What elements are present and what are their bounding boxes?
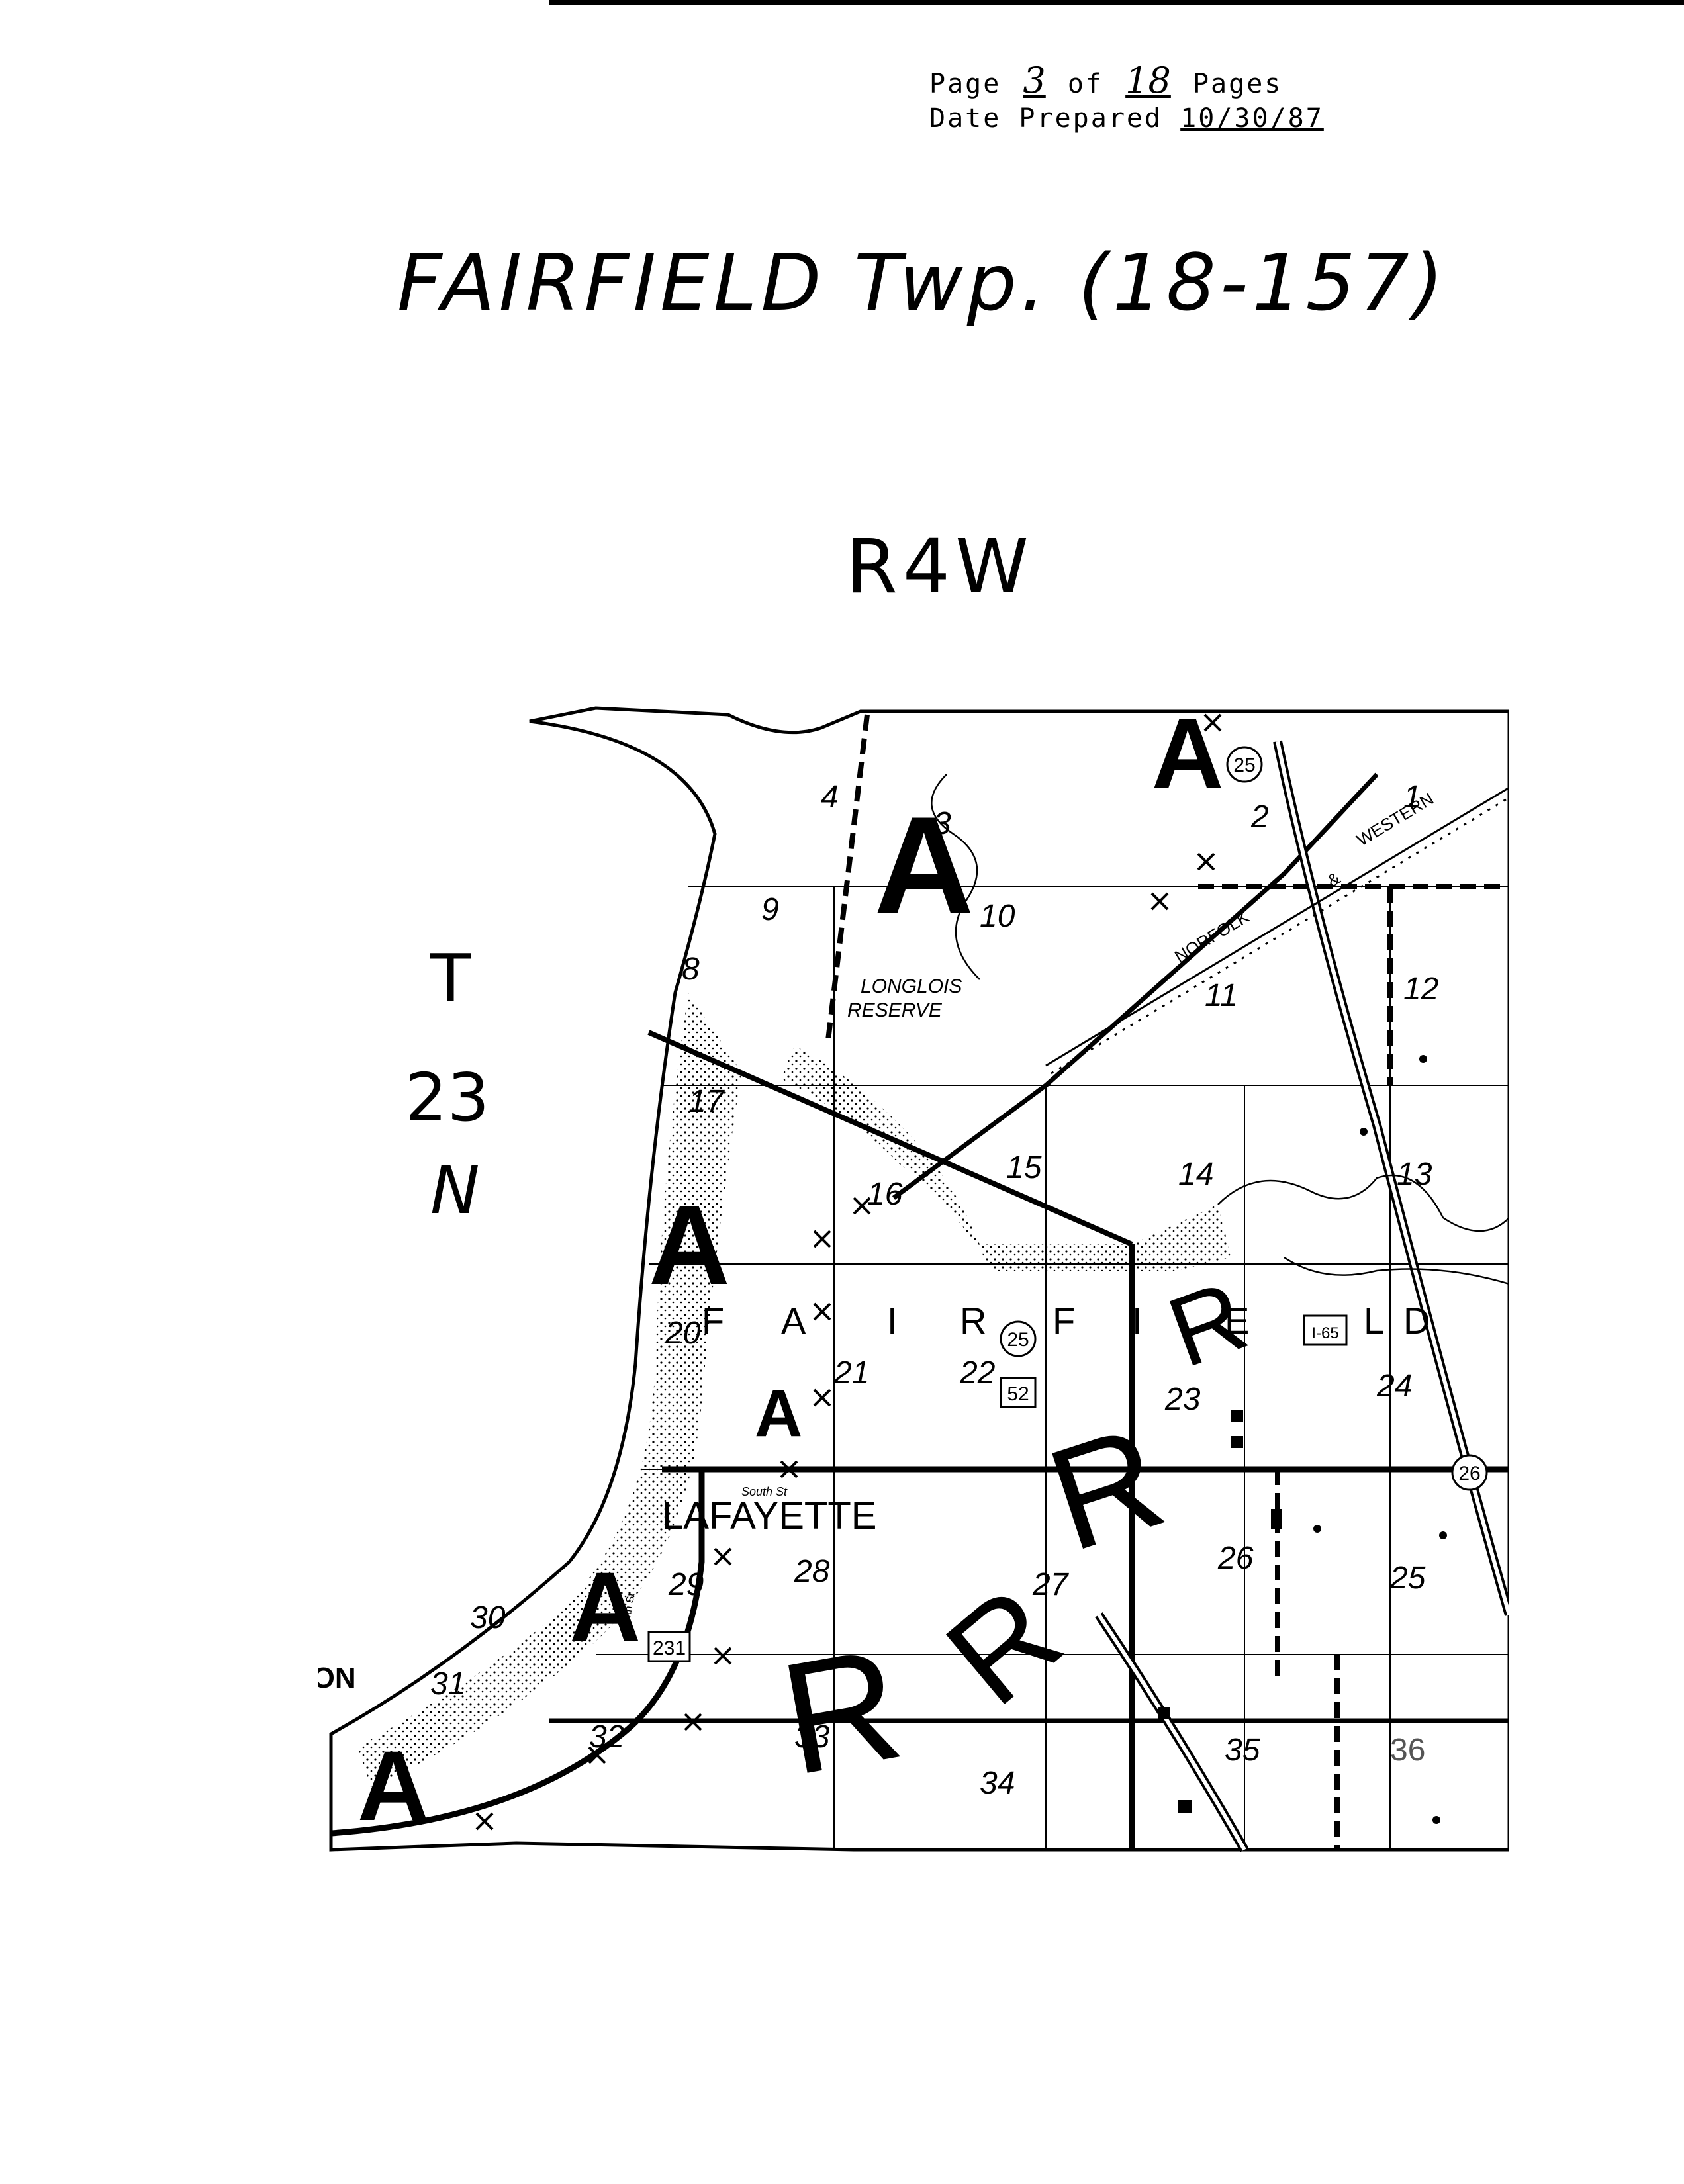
railroad-name-1: NORFOLK [1171, 907, 1253, 967]
route-shield-26: 26 [1458, 1463, 1480, 1484]
reserve-label-1: LONGLOIS [861, 976, 962, 997]
section-16: 16 [867, 1177, 903, 1212]
route-shield-231: 231 [653, 1637, 686, 1659]
section-29: 29 [668, 1567, 704, 1602]
route-shield-i65: I-65 [1311, 1324, 1338, 1342]
south-st-label: South St [741, 1485, 788, 1498]
twp-letter-i2: I [1132, 1300, 1143, 1342]
annotation-r-center: R [1031, 1394, 1181, 1582]
section-12: 12 [1403, 972, 1438, 1007]
county-roads [825, 714, 1509, 1850]
section-32: 32 [589, 1719, 624, 1754]
twp-letter-r: R [960, 1300, 986, 1342]
section-35: 35 [1225, 1733, 1260, 1768]
page-info-block: Page 3 of 18 Pages Date Prepared 10/30/8… [929, 63, 1324, 136]
twp-letter-f2: F [1052, 1300, 1075, 1342]
section-3: 3 [933, 806, 951, 841]
major-roads [330, 740, 1514, 1852]
section-11: 11 [1205, 978, 1238, 1013]
twp-letter-e: E [1225, 1300, 1249, 1342]
route-shield-52: 52 [1007, 1383, 1029, 1405]
twp-letter-l: L [1364, 1300, 1384, 1342]
section-30: 30 [470, 1600, 506, 1635]
section-26: 26 [1217, 1541, 1254, 1576]
section-20: 20 [665, 1316, 701, 1351]
total-pages: 18 [1125, 60, 1171, 101]
lafayette-label: LAFAYETTE [662, 1494, 876, 1537]
top-border-rule [549, 0, 1684, 5]
page-label: Page [929, 69, 1002, 99]
section-15: 15 [1006, 1150, 1042, 1185]
section-36: 36 [1390, 1733, 1425, 1768]
section-grid [596, 886, 1509, 1850]
township-label-n: N [430, 1152, 480, 1229]
map-svg: 25 25 52 231 26 I-65 F A I R F I E L D L… [238, 698, 1514, 1852]
river-floodplain [357, 993, 741, 1787]
railroad-name-2: WESTERN [1353, 789, 1437, 850]
township-boundary [329, 706, 1511, 1852]
page-number: 3 [1023, 60, 1046, 101]
elston-label: ELSTON [318, 1662, 356, 1694]
date-value: 10/30/87 [1180, 103, 1324, 134]
railroad [1045, 786, 1510, 1075]
section-4: 4 [821, 780, 839, 815]
section-24: 24 [1376, 1369, 1412, 1404]
section-9: 9 [761, 892, 779, 927]
section-27: 27 [1032, 1567, 1070, 1602]
section-22: 22 [959, 1355, 995, 1390]
annotation-r-south: R [770, 1614, 913, 1808]
section-13: 13 [1397, 1157, 1432, 1192]
x-markers [475, 713, 1222, 1831]
date-label: Date Prepared [929, 103, 1163, 134]
reserve-label-2: RESERVE [847, 999, 943, 1021]
page-count-line: Page 3 of 18 Pages [929, 63, 1324, 101]
streams [931, 774, 1510, 1285]
twp-letter-d: D [1403, 1300, 1430, 1342]
section-28: 28 [794, 1554, 830, 1589]
twp-letter-i: I [887, 1300, 898, 1342]
annotation-a-west: A [649, 1183, 730, 1308]
twp-letter-f: F [702, 1300, 724, 1342]
township-label-number: 23 [405, 1059, 490, 1136]
township-label-t: T [430, 940, 471, 1017]
section-14: 14 [1178, 1157, 1213, 1192]
section-1: 1 [1403, 780, 1421, 815]
annotation-a-center: A [755, 1377, 802, 1451]
annotation-a-northeast: A [1152, 702, 1223, 809]
section-34: 34 [980, 1766, 1015, 1801]
section-31: 31 [430, 1666, 465, 1702]
pages-label: Pages [1192, 69, 1283, 99]
section-23: 23 [1164, 1382, 1201, 1417]
township-title: FAIRFIELD Twp. (18-157) [397, 237, 1448, 328]
route-shield-25: 25 [1007, 1329, 1029, 1351]
date-line: Date Prepared 10/30/87 [929, 101, 1324, 136]
route-shields: 25 25 52 231 26 I-65 [647, 746, 1488, 1662]
route-shield-25-north: 25 [1233, 754, 1255, 776]
of-label: of [1067, 69, 1104, 99]
annotation-a-north: A [874, 788, 974, 943]
township-map: 25 25 52 231 26 I-65 F A I R F I E L D L… [238, 698, 1514, 1866]
annotation-a-southwest: A [569, 1551, 641, 1662]
section-25: 25 [1389, 1561, 1426, 1596]
section-2: 2 [1250, 799, 1269, 835]
building-markers [1158, 1055, 1447, 1824]
section-10: 10 [980, 899, 1015, 934]
section-numbers: 1 2 3 4 8 9 10 11 12 13 14 15 16 17 20 2… [430, 780, 1438, 1801]
section-8: 8 [682, 952, 700, 987]
range-label: R4W [846, 524, 1034, 610]
section-21: 21 [833, 1355, 869, 1390]
floodplain-band [781, 1046, 1231, 1271]
section-33: 33 [794, 1719, 830, 1754]
township-name-letters: F A I R F I E L D [702, 1300, 1430, 1342]
annotation-a-corner: A [357, 1730, 429, 1841]
twp-letter-a: A [781, 1300, 806, 1342]
section-17: 17 [688, 1084, 725, 1119]
